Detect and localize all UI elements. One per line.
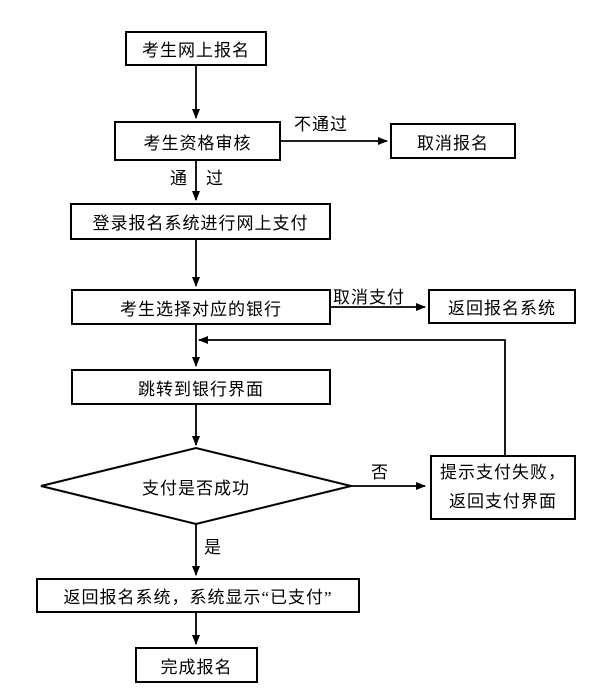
- node-pay-success-decision: 支付是否成功: [142, 478, 250, 498]
- decision-pay-success-shape: [40, 446, 352, 526]
- edge-label-pass: 通 过: [170, 169, 224, 188]
- node-bank-page: 跳转到银行界面: [71, 369, 331, 405]
- node-pay-fail: 提示支付失败， 返回支付界面: [430, 455, 576, 520]
- node-complete: 完成报名: [135, 647, 258, 683]
- edge-label-not-pass: 不通过: [294, 115, 348, 134]
- node-review: 考生资格审核: [114, 121, 281, 161]
- edge-label-no: 否: [371, 463, 389, 482]
- node-cancel-register: 取消报名: [390, 123, 516, 159]
- edge-label-yes: 是: [204, 538, 222, 557]
- edge-label-cancel-pay: 取消支付: [333, 288, 405, 307]
- node-paid-shown: 返回报名系统，系统显示“已支付”: [36, 578, 360, 613]
- node-select-bank: 考生选择对应的银行: [71, 289, 331, 325]
- arrow-pay-fail-loopback: [198, 336, 506, 455]
- node-register: 考生网上报名: [125, 31, 267, 66]
- node-login-pay: 登录报名系统进行网上支付: [70, 203, 331, 240]
- node-return-system: 返回报名系统: [428, 289, 576, 324]
